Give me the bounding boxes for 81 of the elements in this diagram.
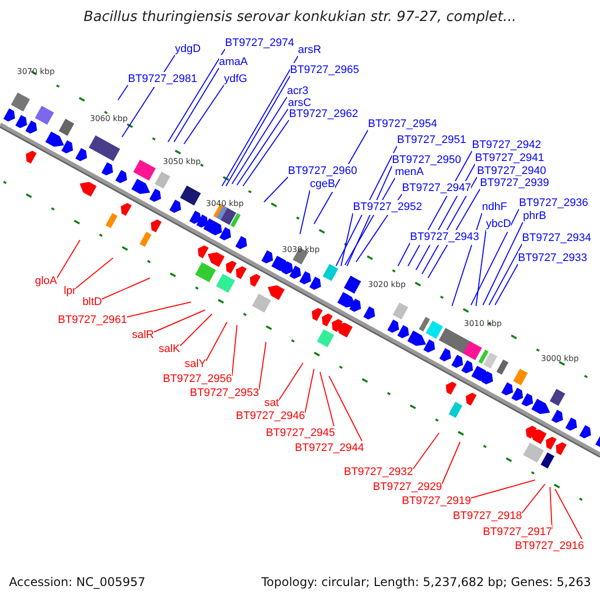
leader-line — [226, 76, 290, 186]
gene-label: BT9727_2918 — [452, 509, 522, 524]
leader-line — [442, 442, 460, 484]
gene-label: BT9727_2960 — [288, 164, 358, 179]
gene-label: BT9727_2954 — [368, 117, 438, 132]
gene-label: BT9727_2929 — [372, 480, 442, 495]
leader-line — [184, 84, 224, 144]
gene-label: BT9727_2936 — [519, 196, 588, 211]
gene-label: BT9727_2945 — [266, 426, 335, 441]
gene-label: ydgD — [175, 42, 201, 57]
scale-label: 3060 kbp — [90, 114, 128, 124]
gene-label: ydfG — [224, 72, 248, 87]
leader-line — [126, 302, 192, 318]
leader-line — [236, 108, 288, 186]
leader-line — [488, 244, 522, 306]
gene-label: BT9727_2956 — [162, 372, 232, 387]
leader-line — [336, 146, 398, 266]
gene-label: menA — [395, 165, 424, 180]
scale-label: 3070 kbp — [17, 67, 55, 77]
leader-line — [398, 242, 410, 266]
gene-label: BT9727_2917 — [482, 525, 552, 540]
gene-label: cgeB — [310, 177, 336, 192]
leader-line — [222, 56, 298, 186]
leader-line — [494, 264, 518, 306]
gene-label: BT9727_2933 — [518, 251, 588, 266]
gene-label: BT9727_2961 — [58, 313, 127, 328]
leader-line — [300, 190, 310, 234]
leader-line — [482, 222, 524, 306]
gene-label: BT9727_2981 — [128, 72, 198, 87]
gene-label: ndhF — [482, 200, 508, 215]
leader-line — [174, 68, 220, 142]
leader-line — [278, 362, 304, 400]
gene-label: BT9727_2939 — [480, 176, 550, 191]
diagram-title: Bacillus thuringiensis serovar konkukian str. 97-27, complet... — [82, 8, 518, 26]
leader-line — [470, 208, 520, 306]
gene-label: amaA — [219, 55, 248, 70]
gene-label: BT9727_2953 — [190, 386, 259, 401]
leader-line — [154, 310, 206, 332]
gene-label: BT9727_2946 — [236, 409, 305, 424]
gene-label: BT9727_2932 — [344, 465, 413, 480]
scale-label: 3040 kbp — [206, 199, 244, 209]
scale-label: 3000 kbp — [541, 354, 579, 364]
leader-line — [264, 176, 288, 202]
leader-line — [242, 120, 290, 186]
leader-line — [470, 480, 536, 498]
gene-label: phrB — [523, 209, 546, 224]
leader-line — [304, 368, 314, 414]
gene-label: BT9727_2965 — [290, 63, 360, 78]
scale-label: 3010 kbp — [464, 319, 502, 329]
leader-line — [168, 48, 226, 142]
leader-line — [232, 96, 288, 184]
leader-line — [180, 314, 212, 346]
footer-text: Topology: circular; Length: 5,237,682 bp; Genes: 5,263 — [261, 574, 591, 590]
gene-label: BT9727_2951 — [397, 133, 466, 148]
gene-label: BT9727_2974 — [225, 36, 294, 51]
gene-label: BT9727_2962 — [289, 107, 358, 122]
gene-label: lpr — [64, 284, 76, 299]
leader-line — [118, 84, 128, 100]
leader-line — [76, 258, 114, 288]
gene-label: BT9727_2947 — [402, 181, 472, 196]
leader-line — [476, 230, 486, 306]
leader-line — [206, 322, 228, 362]
gene-label: BT9727_2943 — [410, 230, 480, 245]
scale-label: 3050 kbp — [163, 157, 201, 167]
gene-label: BT9727_2950 — [392, 153, 462, 168]
leader-line — [340, 212, 354, 266]
scale-label: 3020 kbp — [368, 280, 406, 290]
leader-line — [102, 278, 150, 300]
scale-label: 3030 kbp — [282, 245, 320, 255]
leader-line — [412, 432, 440, 470]
leader-line — [522, 484, 546, 514]
gene-label: BT9727_2952 — [353, 200, 422, 215]
gene-label: BT9727_2916 — [514, 539, 584, 554]
leader-line — [56, 240, 80, 278]
gene-label: gloA — [34, 274, 57, 289]
gene-label: BT9727_2944 — [294, 441, 364, 456]
gene-label: BT9727_2919 — [402, 494, 471, 509]
footer-text: Accession: NC_005957 — [9, 574, 146, 590]
gene-label: ybcD — [486, 217, 512, 232]
gene-label: BT9727_2934 — [522, 231, 592, 246]
gene-label: arsR — [298, 43, 322, 58]
